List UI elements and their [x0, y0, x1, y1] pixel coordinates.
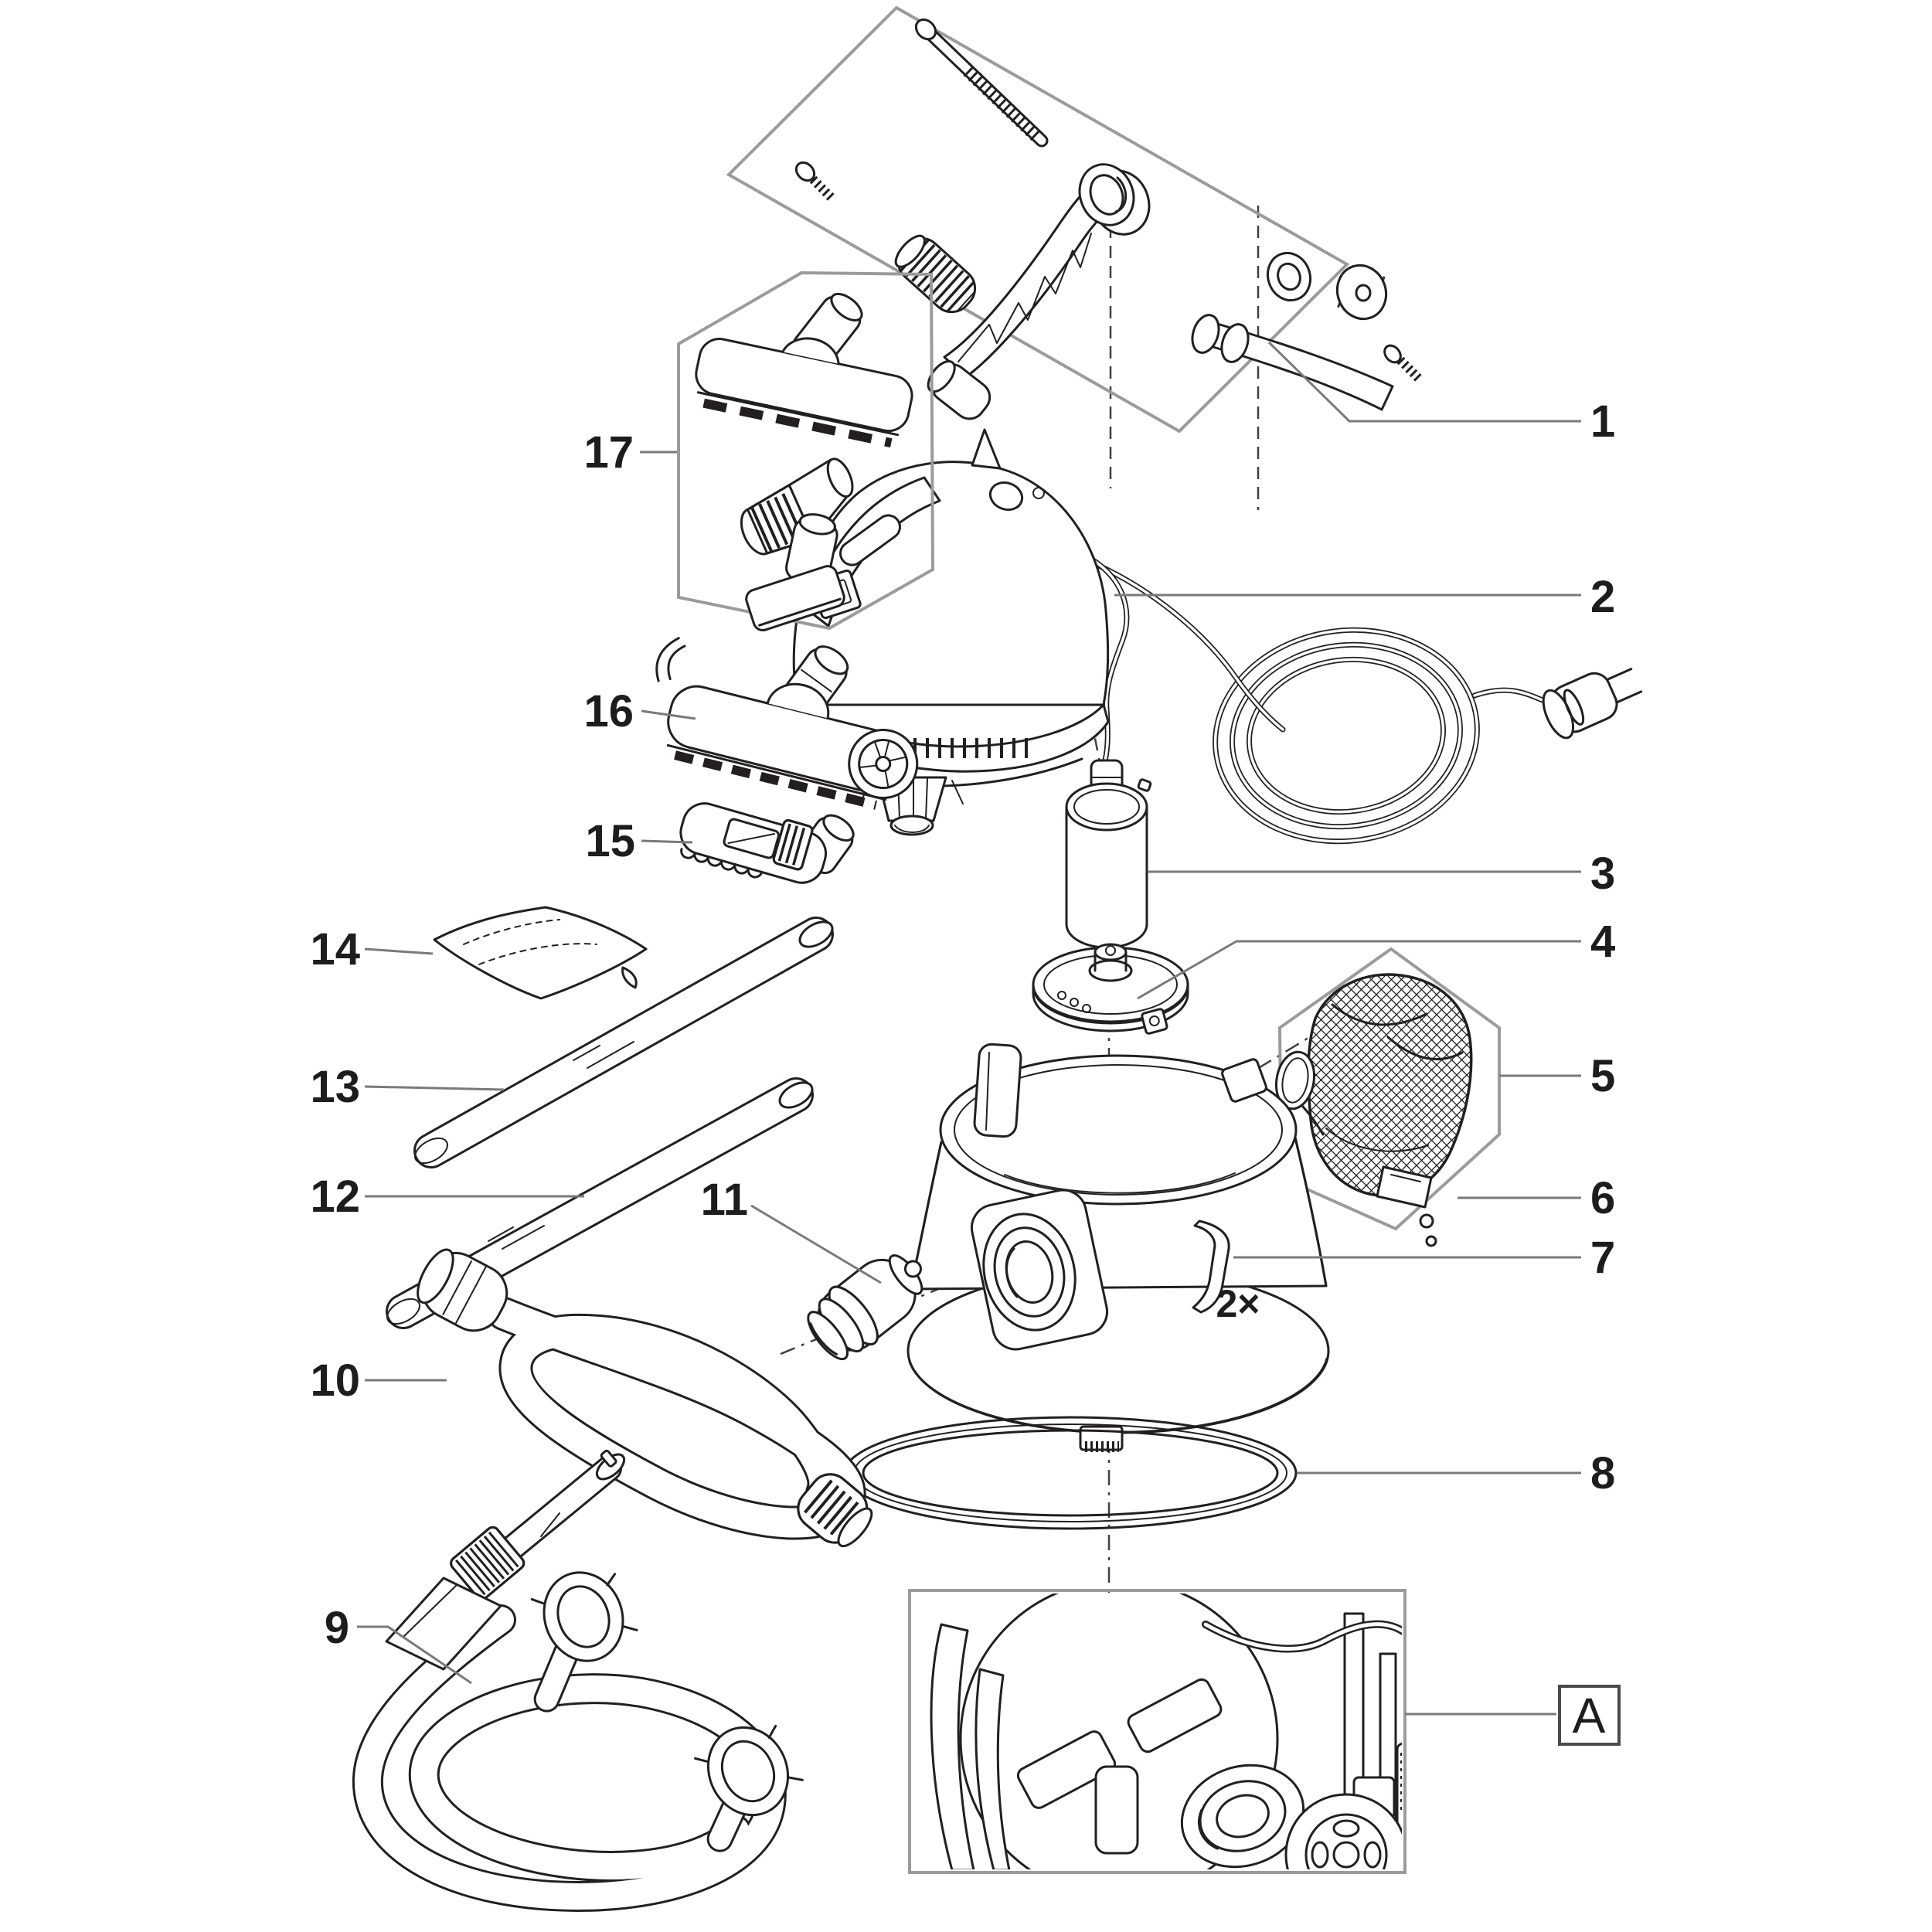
callout-17: 17 [583, 427, 634, 478]
callout-1: 1 [1590, 396, 1615, 447]
callout-5: 5 [1590, 1051, 1615, 1101]
bag-wire-ring [1275, 1050, 1325, 1136]
tank-rim-catch [1221, 1058, 1267, 1103]
leader-13 [364, 1085, 505, 1091]
part-5-net-bag [1275, 947, 1501, 1231]
callout-labels: 1 2 3 4 5 6 7 8 9 10 11 12 13 14 15 16 1… [310, 396, 1615, 1653]
callout-8: 8 [1590, 1448, 1615, 1498]
callout-12: 12 [310, 1172, 360, 1222]
part-10-suction-hose [417, 1248, 873, 1548]
part-4-filter-plate [1032, 943, 1189, 1035]
leader-lines [357, 341, 1581, 1716]
leader-16 [641, 709, 696, 720]
part-3-filter-cartridge [1065, 778, 1152, 949]
callout-6: 6 [1590, 1173, 1615, 1223]
quantity-note: 2× [1216, 1282, 1260, 1325]
handle-knurled-nut [1336, 264, 1387, 321]
detail-label-text: A [1573, 1688, 1606, 1743]
leader-4 [1137, 940, 1581, 1000]
detail-label-a: A [1558, 1685, 1621, 1746]
accessory-round-brush [740, 457, 854, 556]
callout-2: 2 [1590, 572, 1615, 622]
accessory-floor-brush [695, 292, 913, 448]
part-16-floor-turbo-nozzle [655, 637, 919, 810]
hose-elbow-cuff [797, 1473, 873, 1548]
leader-1 [1267, 341, 1581, 423]
part-7-clip [1192, 1219, 1230, 1314]
detail-connector-plug [1410, 1598, 1444, 1713]
leader-9 [357, 1625, 472, 1685]
callout-7: 7 [1590, 1233, 1615, 1283]
part-17-accessory-set [677, 270, 935, 631]
callout-15: 15 [585, 816, 635, 866]
part-13-extension-tube [413, 917, 834, 1168]
callout-16: 16 [583, 686, 634, 736]
part-15-small-turbo-nozzle [679, 802, 855, 884]
callout-11: 11 [701, 1175, 748, 1225]
handle-bearing-ring [1267, 251, 1311, 302]
part-1-handle-assembly [726, 5, 1423, 434]
part-2-motor-head [790, 428, 1643, 845]
detail-wheel [1284, 1793, 1402, 1869]
power-plug [1542, 668, 1643, 740]
part-8-sealing-ring [843, 1416, 1298, 1530]
leader-11 [750, 1204, 882, 1284]
leader-14 [364, 947, 434, 955]
outlet-port [1180, 1764, 1305, 1869]
nozzle-wheel [848, 729, 919, 800]
callout-9: 9 [325, 1603, 349, 1653]
part-6-latch [1376, 1165, 1437, 1247]
accessory-elbow-nozzle [745, 513, 845, 631]
plate-nut [1141, 1008, 1168, 1035]
hose-coupling [694, 1724, 804, 1852]
hose-coupling [530, 1571, 638, 1713]
part-9-discharge-hose [352, 1449, 804, 1912]
callout-3: 3 [1590, 849, 1615, 899]
part-11-hose-connector [807, 1254, 923, 1361]
hose-cuff [417, 1248, 509, 1332]
detail-box-a [908, 1589, 1444, 1874]
flat-nozzle [385, 1577, 502, 1671]
callout-10: 10 [310, 1355, 360, 1406]
callout-13: 13 [310, 1062, 360, 1112]
nozzle-clamp [450, 1526, 526, 1600]
callout-14: 14 [310, 924, 360, 975]
tank-left-tab [973, 1043, 1022, 1138]
callout-4: 4 [1590, 917, 1615, 967]
part-14-filter-cloth [433, 906, 648, 1000]
leader-15 [641, 839, 693, 844]
handle-bushing [1191, 314, 1250, 363]
